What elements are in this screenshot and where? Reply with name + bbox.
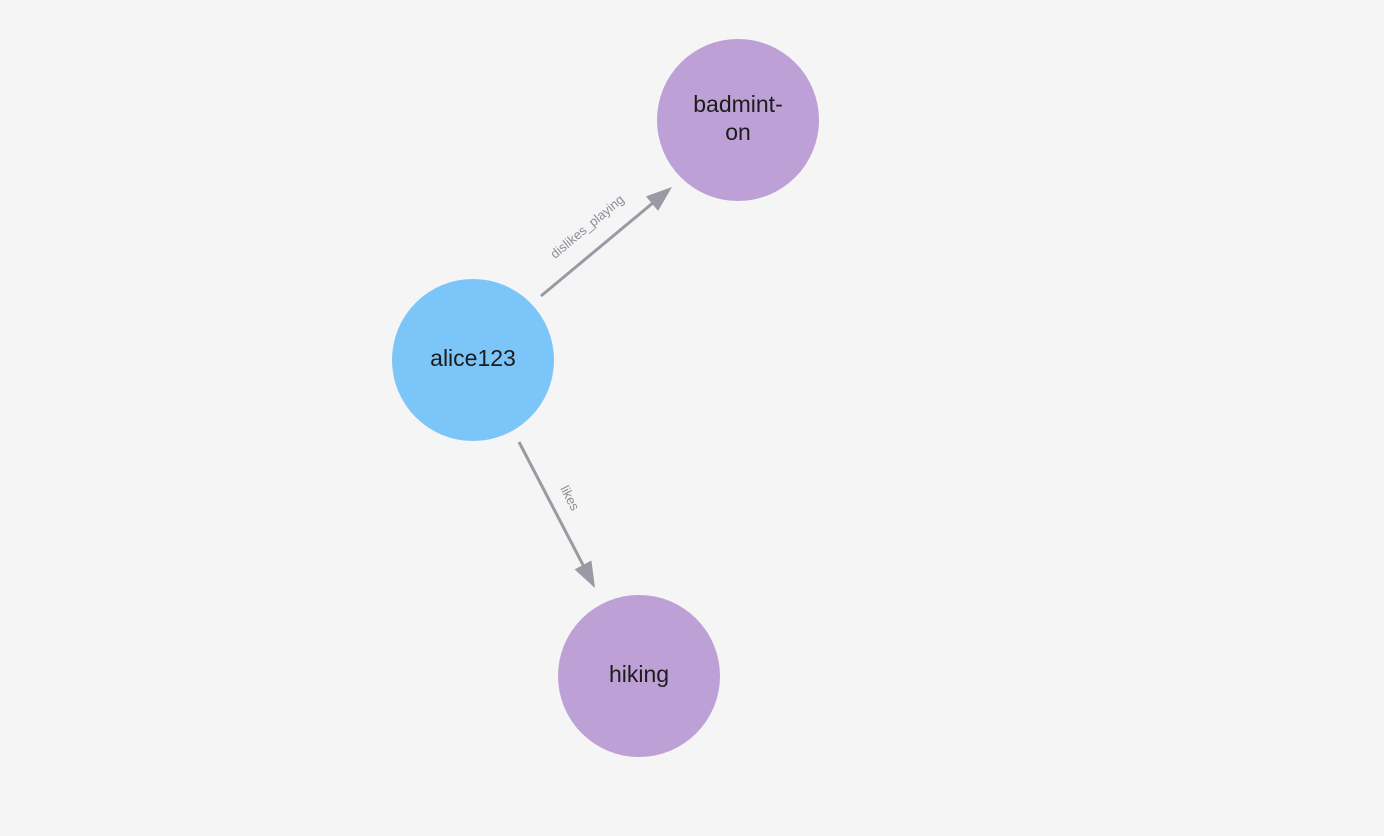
edge-arrowhead-icon xyxy=(645,187,672,211)
graph-node-badminton[interactable]: badmint-on xyxy=(657,39,819,201)
edge-label: likes xyxy=(557,483,583,513)
edge-arrowhead-icon xyxy=(574,560,595,588)
graph-edge[interactable]: likes xyxy=(517,441,595,588)
node-circle[interactable] xyxy=(558,595,720,757)
node-circle[interactable] xyxy=(657,39,819,201)
graph-node-hiking[interactable]: hiking xyxy=(558,595,720,757)
edge-shaft xyxy=(517,441,586,569)
graph-edge[interactable]: dislikes_playing xyxy=(540,187,672,298)
graph-node-alice123[interactable]: alice123 xyxy=(392,279,554,441)
edge-shaft xyxy=(540,200,656,298)
node-circle[interactable] xyxy=(392,279,554,441)
edge-label: dislikes_playing xyxy=(547,192,627,262)
